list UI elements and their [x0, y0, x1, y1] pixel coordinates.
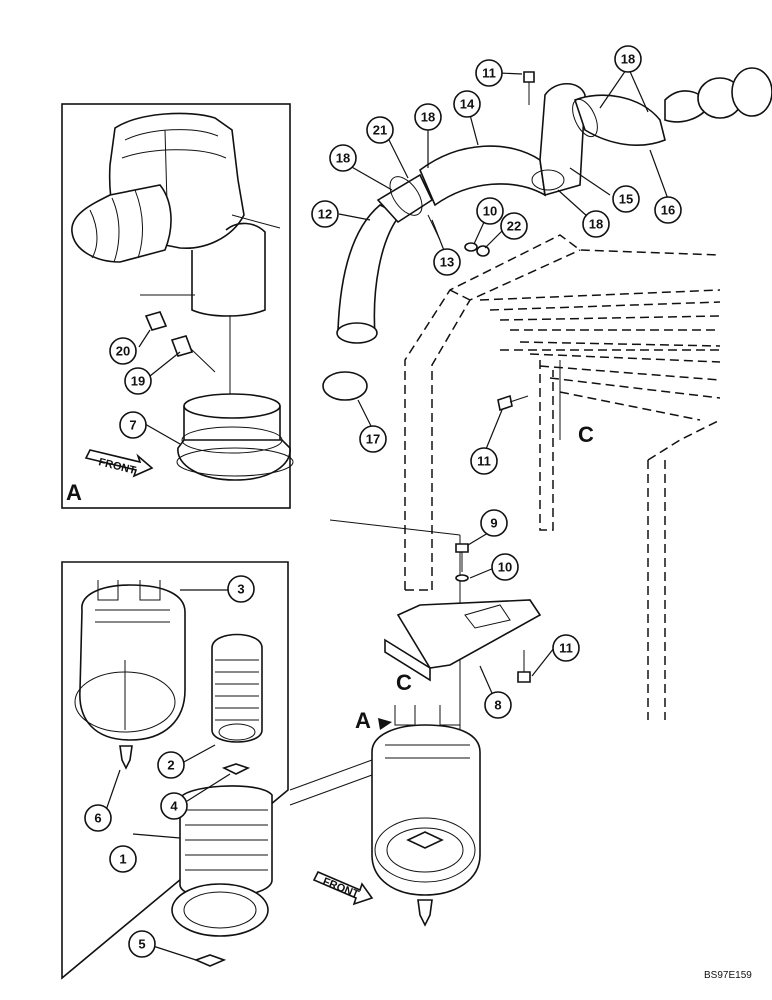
- callout-7: 7: [119, 411, 147, 439]
- air-cleaner-exploded-panel: [61, 561, 289, 980]
- callout-1: 1: [109, 845, 137, 873]
- svg-text:17: 17: [366, 432, 380, 447]
- callout-11-lower: 11: [552, 634, 580, 662]
- svg-text:11: 11: [477, 454, 491, 469]
- callout-4: 4: [160, 792, 188, 820]
- air-cleaner-assembled: FRONT: [289, 705, 481, 927]
- svg-text:14: 14: [460, 97, 475, 112]
- callout-8: 8: [484, 691, 512, 719]
- callout-16: 16: [654, 196, 682, 224]
- svg-text:11: 11: [559, 641, 573, 656]
- callout-3: 3: [227, 575, 255, 603]
- callout-17: 17: [359, 425, 387, 453]
- svg-text:22: 22: [507, 219, 521, 234]
- view-a-arrow-icon: [378, 718, 392, 730]
- callout-10-top: 10: [476, 197, 504, 225]
- svg-text:12: 12: [318, 207, 332, 222]
- svg-text:21: 21: [373, 123, 387, 138]
- callout-13: 13: [433, 248, 461, 276]
- radiator-frame: [329, 234, 721, 740]
- bracket-8: [384, 394, 542, 683]
- svg-text:19: 19: [131, 374, 145, 389]
- svg-text:5: 5: [138, 937, 145, 952]
- svg-text:9: 9: [490, 516, 497, 531]
- callout-18-left: 18: [329, 144, 357, 172]
- section-c-label-lower: C: [396, 670, 412, 695]
- callout-14: 14: [453, 90, 481, 118]
- callout-12: 12: [311, 200, 339, 228]
- front-arrow-label-b: FRONT: [321, 876, 361, 901]
- callout-21: 21: [366, 116, 394, 144]
- callout-5: 5: [128, 930, 156, 958]
- svg-text:16: 16: [661, 203, 675, 218]
- callout-18-top-right: 18: [614, 45, 642, 73]
- svg-text:3: 3: [237, 582, 244, 597]
- svg-text:13: 13: [440, 255, 454, 270]
- figure-code: BS97E159: [704, 970, 752, 981]
- callout-2: 2: [157, 751, 185, 779]
- callout-20: 20: [109, 337, 137, 365]
- svg-text:20: 20: [116, 344, 130, 359]
- svg-text:10: 10: [498, 560, 512, 575]
- svg-text:10: 10: [483, 204, 497, 219]
- callouts: 1 2 3 4 5 6 7 8 9 10 10 11 11 11 12 13 1…: [84, 45, 682, 958]
- svg-text:1: 1: [119, 852, 126, 867]
- svg-text:8: 8: [494, 698, 501, 713]
- svg-text:18: 18: [589, 217, 603, 232]
- svg-text:2: 2: [167, 758, 174, 773]
- intake-piping: [322, 67, 772, 401]
- callout-9: 9: [480, 509, 508, 537]
- svg-text:18: 18: [621, 52, 635, 67]
- view-a-reference: A: [355, 708, 371, 733]
- svg-text:18: 18: [421, 110, 435, 125]
- callout-19: 19: [124, 367, 152, 395]
- svg-text:18: 18: [336, 151, 350, 166]
- svg-text:15: 15: [619, 192, 633, 207]
- callout-22: 22: [500, 212, 528, 240]
- section-c-label-upper: C: [578, 422, 594, 447]
- svg-text:11: 11: [482, 66, 496, 81]
- callout-11-mid: 11: [470, 447, 498, 475]
- callout-6: 6: [84, 804, 112, 832]
- svg-text:6: 6: [94, 811, 101, 826]
- svg-text:4: 4: [170, 799, 178, 814]
- callout-18-right: 18: [582, 210, 610, 238]
- view-a-label: A: [66, 480, 82, 505]
- callout-11-top: 11: [475, 59, 503, 87]
- callout-18-upper: 18: [414, 103, 442, 131]
- svg-text:7: 7: [129, 418, 136, 433]
- detail-a-panel: FRONT A: [61, 103, 294, 509]
- callout-10-lower: 10: [491, 553, 519, 581]
- callout-15: 15: [612, 185, 640, 213]
